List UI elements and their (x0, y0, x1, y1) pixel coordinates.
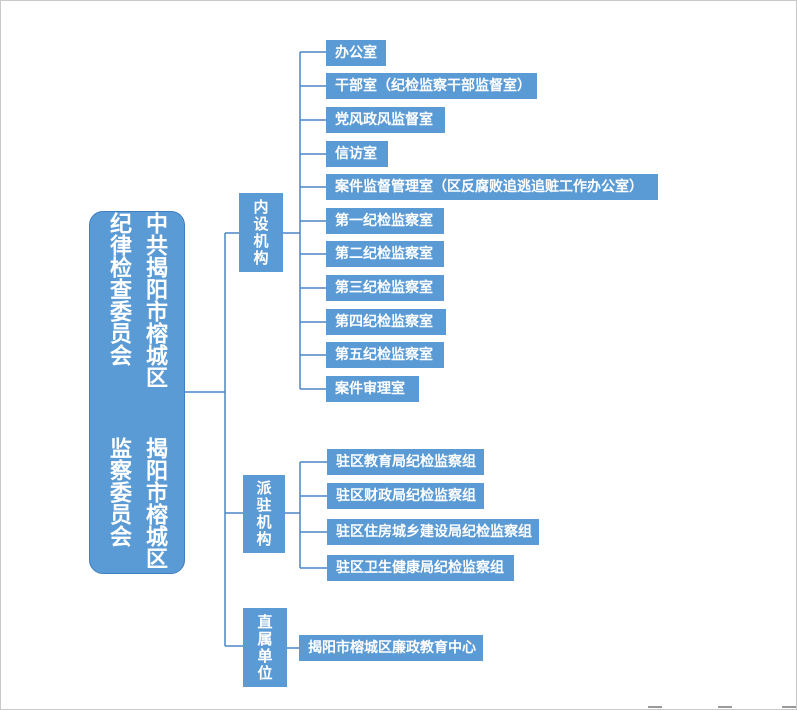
agency-health-bureau-group: 驻区卫生健康局纪检监察组 (327, 555, 514, 581)
root-title-line2: 揭阳市榕城区监察委员会 (106, 437, 168, 570)
corner-mark (718, 706, 732, 708)
dept-party-conduct-supervision: 党风政风监督室 (326, 107, 445, 133)
root-title-line1: 中共揭阳市榕城区纪律检查委员会 (106, 212, 168, 388)
dept-third-inspection-office: 第三纪检监察室 (326, 275, 444, 301)
dept-case-review-office: 案件审理室 (326, 376, 419, 402)
root-node: 中共揭阳市榕城区纪律检查委员会 揭阳市榕城区监察委员会 (89, 211, 185, 574)
dept-cadre-office: 干部室（纪检监察干部监督室） (326, 73, 537, 99)
unit-integrity-education-center: 揭阳市榕城区廉政教育中心 (299, 635, 483, 661)
group-affiliated-units: 直属单位 (243, 608, 287, 687)
agency-education-bureau-group: 驻区教育局纪检监察组 (327, 449, 484, 475)
dept-petition-office: 信访室 (326, 141, 388, 167)
corner-mark (782, 706, 796, 708)
dept-office: 办公室 (326, 40, 386, 66)
group-dispatched-agencies: 派驻机构 (243, 475, 285, 553)
agency-housing-construction-group: 驻区住房城乡建设局纪检监察组 (327, 519, 539, 545)
dept-fifth-inspection-office: 第五纪检监察室 (326, 342, 444, 368)
corner-mark (648, 706, 662, 708)
dept-case-supervision-management: 案件监督管理室（区反腐败追逃追赃工作办公室） (326, 174, 658, 200)
group-internal-departments: 内设机构 (239, 193, 283, 272)
dept-fourth-inspection-office: 第四纪检监察室 (326, 309, 446, 335)
agency-finance-bureau-group: 驻区财政局纪检监察组 (327, 483, 484, 509)
dept-first-inspection-office: 第一纪检监察室 (326, 208, 444, 234)
dept-second-inspection-office: 第二纪检监察室 (326, 241, 444, 267)
